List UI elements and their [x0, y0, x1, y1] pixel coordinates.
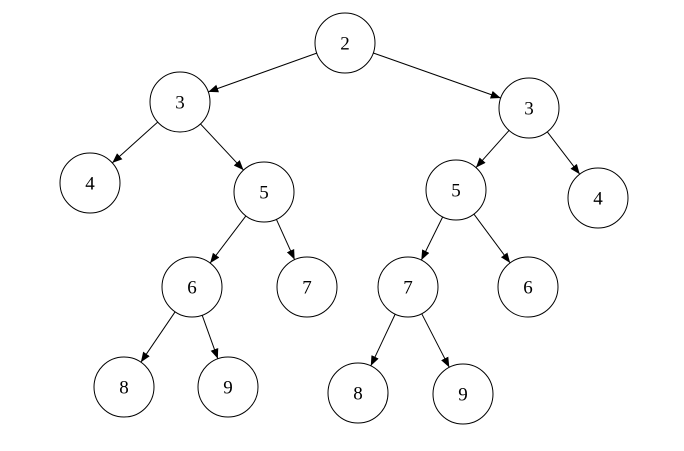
node-circle	[276, 256, 338, 318]
tree-node-RLL: 7	[377, 256, 439, 318]
node-label: 5	[259, 183, 269, 204]
tree-node-root: 2	[314, 12, 376, 74]
node-circle	[314, 12, 376, 74]
node-label: 4	[85, 174, 95, 195]
tree-edge-RLL-RLLL	[370, 313, 396, 367]
tree-edge-RL-RLR	[473, 213, 511, 264]
node-label: 3	[524, 99, 534, 120]
tree-node-L: 3	[149, 71, 211, 133]
tree-node-RLR: 6	[497, 256, 559, 318]
tree-node-LRR: 7	[276, 256, 338, 318]
tree-edge-L-LL	[111, 121, 159, 164]
node-circle	[425, 159, 487, 221]
node-circle	[161, 256, 223, 318]
tree-edge-R-RR	[546, 131, 581, 175]
tree-node-RLLL: 8	[327, 362, 389, 424]
node-label: 3	[175, 93, 185, 114]
node-label: 9	[223, 378, 233, 399]
tree-edge-LRL-LRLR	[201, 315, 219, 359]
node-circle	[327, 362, 389, 424]
node-circle	[432, 363, 494, 425]
node-label: 6	[523, 278, 533, 299]
node-label: 2	[340, 34, 350, 55]
tree-edge-LRL-LRLL	[140, 311, 176, 363]
node-label: 7	[302, 278, 312, 299]
tree-edge-R-RL	[475, 130, 510, 168]
node-circle	[233, 161, 295, 223]
node-circle	[567, 167, 629, 229]
node-label: 5	[451, 181, 461, 202]
tree-node-LL: 4	[59, 152, 121, 214]
tree-edge-LR-LRR	[275, 219, 296, 260]
tree-node-R: 3	[498, 77, 560, 139]
tree-edge-L-LR	[200, 123, 244, 171]
node-label: 4	[593, 189, 603, 210]
node-circle	[197, 356, 259, 418]
tree-node-LRLL: 8	[93, 356, 155, 418]
tree-edge-RLL-RLLR	[421, 313, 450, 368]
node-label: 7	[403, 278, 413, 299]
node-circle	[93, 356, 155, 418]
node-circle	[498, 77, 560, 139]
tree-node-LR: 5	[233, 161, 295, 223]
tree-edge-root-R	[373, 52, 501, 99]
tree-node-RLLR: 9	[432, 363, 494, 425]
tree-node-LRLR: 9	[197, 356, 259, 418]
node-circle	[497, 256, 559, 318]
tree-node-LRL: 6	[161, 256, 223, 318]
tree-edge-RL-RLL	[420, 216, 444, 261]
tree-edge-root-L	[208, 52, 317, 93]
tree-node-RR: 4	[567, 167, 629, 229]
tree-edge-LR-LRL	[209, 215, 247, 264]
node-circle	[377, 256, 439, 318]
node-label: 9	[458, 385, 468, 406]
node-label: 8	[353, 384, 363, 405]
node-label: 8	[119, 378, 129, 399]
node-circle	[59, 152, 121, 214]
tree-node-RL: 5	[425, 159, 487, 221]
node-circle	[149, 71, 211, 133]
node-label: 6	[187, 278, 197, 299]
